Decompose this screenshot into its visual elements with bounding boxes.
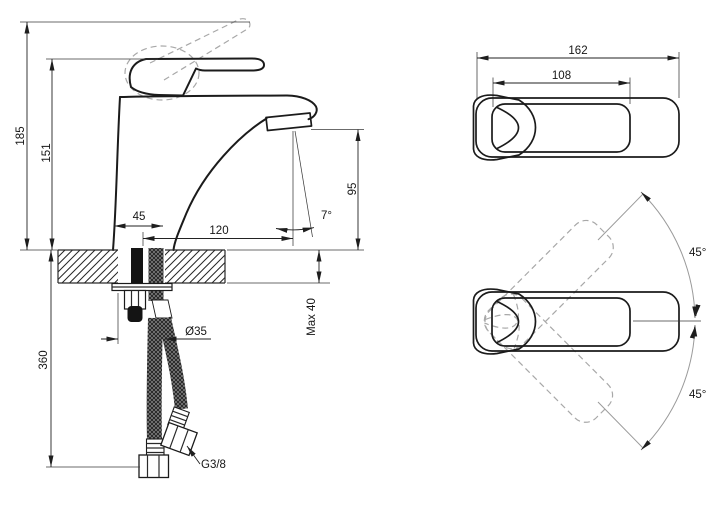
- dim-total-height-label: 185: [15, 126, 27, 145]
- dim-hose-length-label: 360: [38, 350, 50, 369]
- thread-callout: G3/8: [186, 445, 226, 471]
- dim-faucet-height: 151: [41, 59, 55, 250]
- dim-outlet-height-label: 95: [347, 183, 359, 196]
- radial-line-upper: [597, 193, 644, 241]
- cartridge-swing-dashed-circle: [124, 45, 200, 101]
- dim-overall-length: 162: [477, 45, 679, 61]
- handle-raised-dashed: [124, 18, 251, 101]
- phantom-handle-tip: [239, 18, 251, 29]
- water-stream: 7°: [275, 130, 332, 246]
- rotation-view-handle-inner: [491, 297, 631, 347]
- rest-tick-upper: [695, 304, 701, 317]
- top-view-handle-inner: [491, 103, 631, 153]
- dim-spout-reach: 120: [143, 225, 293, 241]
- hose-nut-left-facets: [146, 455, 160, 478]
- swing-arc-upper: [640, 191, 698, 319]
- top-view-handle-outer: [475, 97, 680, 158]
- side-view: 7° 185 151 45: [15, 18, 364, 479]
- dim-hole-diameter: Ø35: [101, 326, 211, 342]
- hose-nut-left: [138, 454, 170, 479]
- top-view-body: [472, 94, 537, 161]
- dim-base-width: 45: [114, 211, 163, 229]
- threaded-rod: [131, 248, 143, 291]
- undermount-parts: [111, 248, 199, 479]
- dim-deck-thickness: Max 40: [306, 250, 322, 336]
- swing-arc-lower: [640, 324, 698, 451]
- body-left-edge: [112, 96, 121, 251]
- side-view-dimensions: 185 151 45 120 95 Max 40: [15, 21, 364, 471]
- phantom-handle-bottom-edge: [163, 27, 250, 81]
- dim-stream-angle-label: 7°: [321, 210, 332, 222]
- hose-crimp-sleeve: [151, 299, 173, 319]
- thread-size-label: G3/8: [201, 459, 226, 471]
- dim-overall-length-label: 162: [568, 45, 587, 57]
- deck-hatch-right: [165, 250, 225, 283]
- top-view: 162 108: [472, 45, 680, 161]
- dim-handle-length: 108: [493, 70, 630, 86]
- handle-rotated-up-dashed: [484, 219, 614, 350]
- thread-leader-line: [186, 445, 201, 465]
- stud-tip: [127, 306, 143, 322]
- dim-handle-length-label: 108: [552, 70, 571, 82]
- aerator: [265, 112, 313, 132]
- handle-rotated-down-dashed: [483, 293, 614, 423]
- dim-base-width-label: 45: [133, 211, 146, 223]
- swing-lower-label: 45°: [689, 389, 706, 401]
- dim-faucet-height-label: 151: [41, 143, 53, 162]
- spout-nose: [286, 94, 318, 121]
- dim-hole-diameter-label: Ø35: [185, 326, 207, 338]
- top-view-extension-lines: [476, 52, 680, 107]
- radial-line-lower: [597, 401, 644, 449]
- hose-curved: [158, 316, 188, 410]
- mounting-deck: [57, 249, 226, 284]
- top-view-faucet: [472, 94, 680, 161]
- deck-edges: [57, 249, 226, 284]
- body-top-edge: [119, 94, 288, 98]
- rotation-view-body: [472, 288, 537, 355]
- phantom-handle-top-edge: [149, 18, 241, 64]
- top-view-handle-dome: [495, 106, 520, 150]
- dim-outlet-height: 95: [347, 129, 361, 250]
- dim-total-height: 185: [15, 22, 30, 250]
- rotation-view-faucet: [472, 288, 680, 355]
- rotation-view-handle-outer: [475, 291, 680, 352]
- dim-deck-thickness-label: Max 40: [306, 298, 318, 336]
- hose-straight-lower: [146, 317, 163, 441]
- swing-upper-label: 45°: [689, 247, 706, 259]
- angle-arc: [275, 227, 315, 233]
- hex-stud-facets: [130, 290, 140, 309]
- rotation-view-handle-dome: [495, 300, 520, 344]
- rest-tick-lower: [689, 326, 696, 339]
- rotation-angle-dimension: 45° 45°: [597, 191, 706, 451]
- dim-hose-length: 360: [38, 250, 54, 467]
- stream-angled-line: [294, 130, 313, 238]
- dim-spout-reach-label: 120: [209, 225, 228, 237]
- rotation-view: 45° 45°: [472, 191, 706, 451]
- deck-hatch-left: [58, 250, 118, 283]
